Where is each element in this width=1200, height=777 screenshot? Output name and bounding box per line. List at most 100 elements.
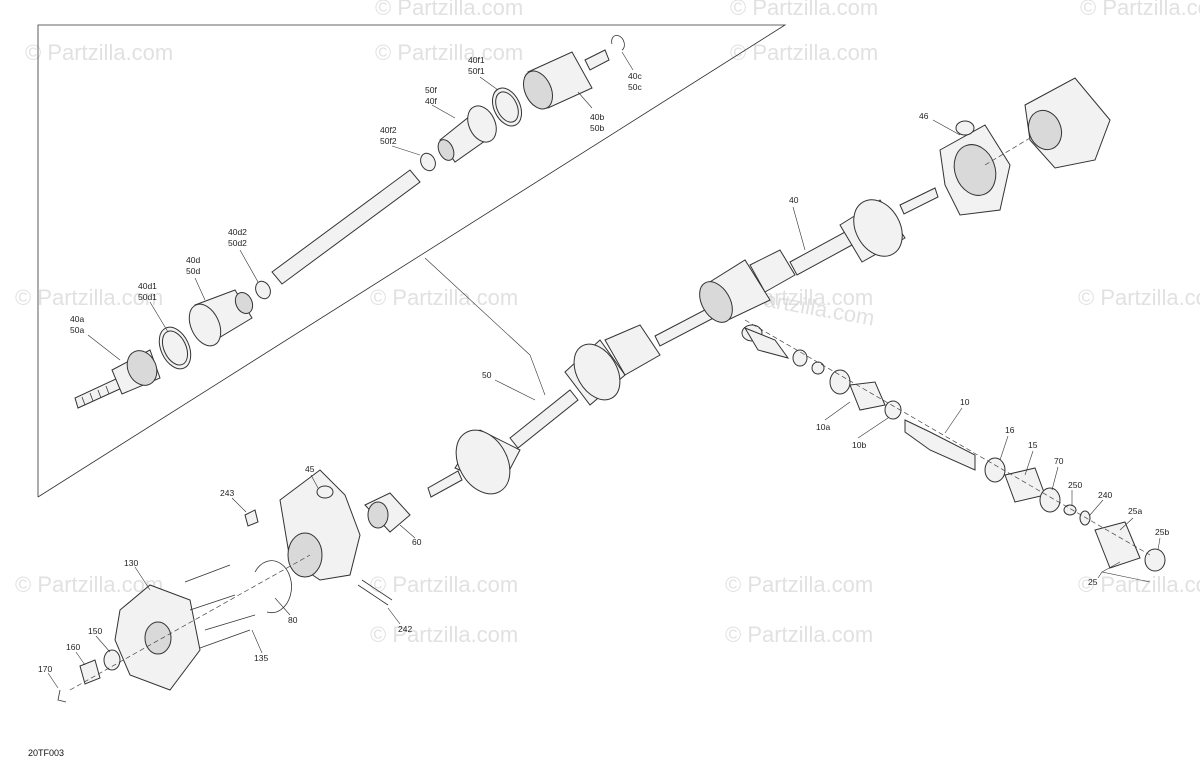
leader-lines	[47, 51, 1161, 689]
watermark: © Partzilla.com	[370, 285, 518, 310]
hub-130	[114, 584, 201, 691]
watermark: © Partzilla.com	[375, 0, 523, 20]
label-10b: 10b	[852, 440, 866, 450]
shaft-50	[509, 389, 579, 449]
label-160: 160	[66, 642, 80, 652]
knuckle-46	[939, 120, 1011, 216]
shaft-10	[904, 419, 976, 471]
label-25b: 25b	[1155, 527, 1169, 537]
label-40d2: 40d2	[228, 227, 247, 237]
bearing-sleeve	[743, 326, 790, 359]
ring-16	[984, 457, 1006, 483]
watermark: © Partzilla.com	[370, 622, 518, 647]
watermark: © Partzilla.com	[15, 285, 163, 310]
nut	[811, 361, 825, 375]
label-25: 25	[1088, 577, 1098, 587]
seal-10a	[849, 381, 886, 411]
label-46: 46	[919, 111, 929, 121]
main-axle	[427, 187, 939, 498]
washer	[792, 349, 808, 367]
watermark: © Partzilla.com	[1080, 0, 1200, 20]
watermark: © Partzilla.com	[25, 40, 173, 65]
clamp-40d2	[255, 280, 271, 300]
shaft-40	[789, 231, 853, 276]
label-170: 170	[38, 664, 52, 674]
stub-spline-right	[899, 187, 939, 215]
label-40f1: 40f1	[468, 55, 485, 65]
label-50f2: 50f2	[380, 136, 397, 146]
label-50f: 50f	[425, 85, 437, 95]
inset-parts	[74, 35, 625, 409]
label-10a: 10a	[816, 422, 830, 432]
label-50f1: 50f1	[468, 66, 485, 76]
label-150: 150	[88, 626, 102, 636]
housing-50	[604, 324, 661, 376]
hub-right	[1024, 77, 1111, 169]
label-50c: 50c	[628, 82, 642, 92]
watermark: © Partzilla.com	[725, 622, 873, 647]
ring-70	[1039, 487, 1061, 513]
label-40f2: 40f2	[380, 125, 397, 135]
knuckle-45	[279, 469, 361, 581]
label-16: 16	[1005, 425, 1015, 435]
label-135: 135	[254, 653, 268, 663]
label-40d: 40d	[186, 255, 200, 265]
label-243: 243	[220, 488, 234, 498]
watermark: © Partzilla.com	[375, 40, 523, 65]
label-45: 45	[305, 464, 315, 474]
nut-243	[244, 509, 259, 527]
label-130: 130	[124, 558, 138, 568]
nut-160	[79, 659, 101, 685]
watermark: © Partzilla.com	[1078, 285, 1200, 310]
sleeve-25a	[1094, 521, 1141, 569]
label-240: 240	[1098, 490, 1112, 500]
circlip-40c	[611, 35, 625, 51]
label-70: 70	[1054, 456, 1064, 466]
part-labels: 40a 50a 40d1 50d1 40d 50d 40d2 50d2 40f2…	[38, 55, 1169, 674]
label-242: 242	[398, 624, 412, 634]
clamp-40d1-inner	[161, 330, 189, 366]
label-50d: 50d	[186, 266, 200, 276]
outer-cv-joint-40a	[74, 349, 161, 409]
label-40f: 40f	[425, 96, 437, 106]
ring	[829, 369, 851, 395]
watermark: © Partzilla.com	[730, 0, 878, 20]
inner-cv-joint-40b	[522, 49, 610, 110]
circlip-80	[254, 560, 292, 614]
label-40d1: 40d1	[138, 281, 157, 291]
bolt-242	[357, 584, 389, 606]
reference-code: 20TF003	[28, 748, 64, 758]
watermark: © Partzilla.com	[730, 40, 878, 65]
label-10: 10	[960, 397, 970, 407]
label-40c: 40c	[628, 71, 642, 81]
watermark: © Partzilla.com	[370, 572, 518, 597]
watermark: © Partzilla.com	[725, 572, 873, 597]
ring-10b	[884, 400, 902, 420]
label-25a: 25a	[1128, 506, 1142, 516]
label-50d1: 50d1	[138, 292, 157, 302]
label-40: 40	[789, 195, 799, 205]
label-40b: 40b	[590, 112, 604, 122]
washer-250	[1063, 504, 1077, 516]
label-50: 50	[482, 370, 492, 380]
clamp-40f1-inner	[495, 91, 519, 123]
studs-135	[184, 564, 256, 649]
boot-inner-40	[749, 249, 796, 293]
boot-40d	[188, 289, 254, 347]
watermark: © Partzilla.com	[15, 572, 163, 597]
watermark: © Partzilla.com	[1078, 572, 1200, 597]
clamp-40f2	[420, 152, 436, 172]
label-40a: 40a	[70, 314, 84, 324]
ring-25b	[1144, 548, 1166, 572]
label-50b: 50b	[590, 123, 604, 133]
label-80: 80	[288, 615, 298, 625]
nut-240	[1079, 510, 1091, 526]
diff-parts	[741, 324, 1166, 572]
washer-150	[103, 649, 121, 671]
label-50d2: 50d2	[228, 238, 247, 248]
detail-inset-frame	[37, 24, 787, 498]
boot-50f	[437, 105, 497, 163]
bar-shaft	[271, 169, 421, 285]
stub-spline-left	[427, 470, 463, 498]
